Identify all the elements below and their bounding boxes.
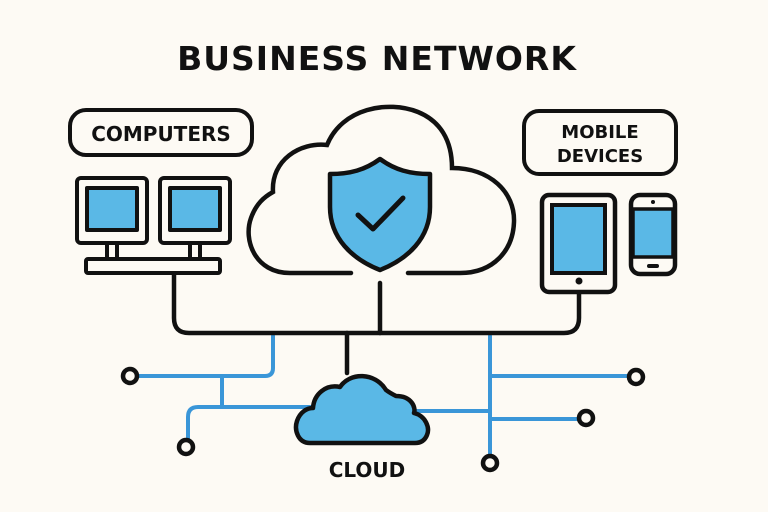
svg-text:COMPUTERS: COMPUTERS <box>91 122 231 146</box>
smartphone-icon <box>628 192 678 277</box>
cloud-outline-icon <box>246 104 517 276</box>
computers-label: COMPUTERS <box>68 108 254 157</box>
cloud-icon <box>293 373 431 446</box>
diagram-title: BUSINESS NETWORK <box>177 39 577 78</box>
node-right-mid <box>576 408 596 428</box>
svg-text:DEVICES: DEVICES <box>557 146 643 167</box>
bus-line <box>171 270 582 336</box>
wire-left-upper <box>136 334 275 378</box>
node-left-upper <box>120 366 140 386</box>
node-left-lower <box>176 437 196 457</box>
mobile-devices-label: MOBILE DEVICES <box>522 109 678 176</box>
svg-text:MOBILE: MOBILE <box>561 122 638 143</box>
network-bus <box>171 270 582 376</box>
security-cloud <box>246 104 517 276</box>
node-right-upper <box>626 367 646 387</box>
wire-left-lower <box>186 405 314 442</box>
wire-nodes <box>120 366 646 473</box>
desktop-monitor-icon <box>75 176 232 275</box>
shield-check-icon <box>327 156 433 273</box>
checkmark-icon <box>355 195 406 232</box>
node-right-bottom <box>480 453 500 473</box>
tablet-icon <box>539 192 618 295</box>
cloud-label: CLOUD <box>329 458 406 482</box>
